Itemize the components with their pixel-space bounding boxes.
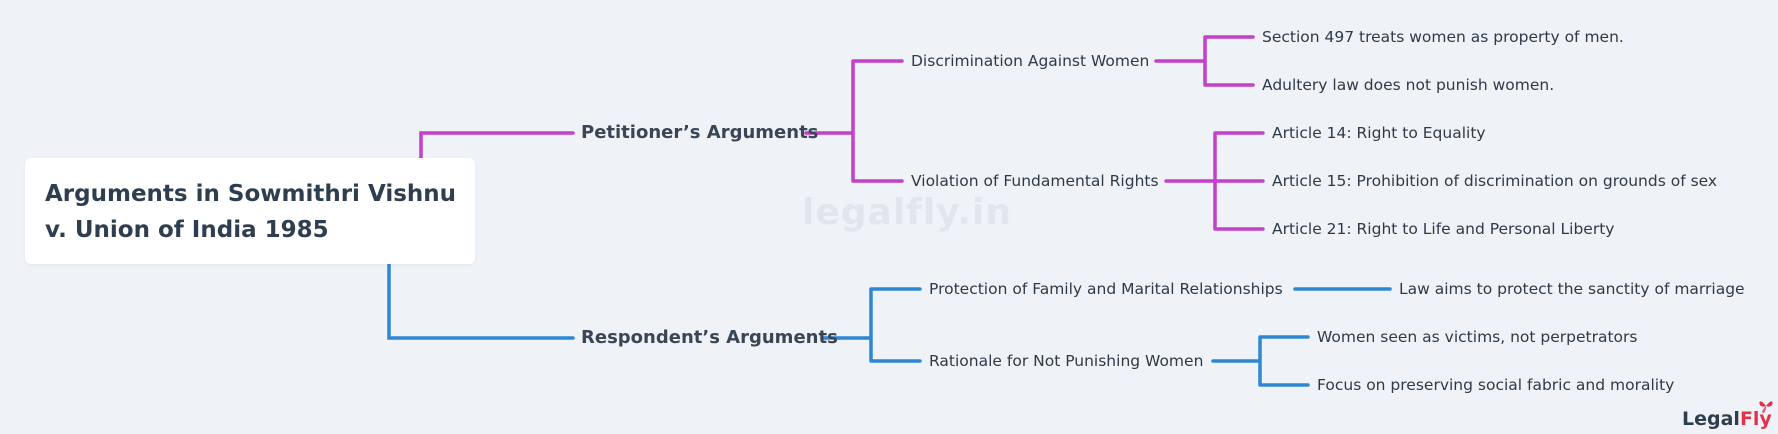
connector-root-petitioner	[419, 131, 575, 160]
root-node[interactable]: Arguments in Sowmithri Vishnu v. Union o…	[25, 158, 475, 264]
connector-petitioner-children	[804, 59, 904, 183]
node-discrimination-against-women[interactable]: Discrimination Against Women	[911, 52, 1150, 70]
butterfly-icon	[1759, 401, 1773, 413]
watermark: legalfly.in	[802, 192, 1012, 233]
leaf-women-victims[interactable]: Women seen as victims, not perpetrators	[1317, 328, 1638, 346]
leaf-social-fabric[interactable]: Focus on preserving social fabric and mo…	[1317, 376, 1675, 394]
connector-discrimination-children	[1154, 35, 1255, 87]
leaf-adultery-law[interactable]: Adultery law does not punish women.	[1262, 76, 1555, 94]
connector-fundamental-rights-children	[1164, 131, 1265, 231]
node-rationale-not-punishing[interactable]: Rationale for Not Punishing Women	[929, 352, 1204, 370]
leaf-section-497[interactable]: Section 497 treats women as property of …	[1262, 28, 1624, 46]
branch-respondent[interactable]: Respondent’s Arguments	[581, 327, 838, 348]
leaf-sanctity-of-marriage[interactable]: Law aims to protect the sanctity of marr…	[1399, 280, 1745, 298]
connector-respondent-children	[822, 287, 922, 363]
logo-text-legal: Legal	[1682, 408, 1740, 430]
connector-root-respondent	[387, 262, 575, 340]
leaf-article-15[interactable]: Article 15: Prohibition of discriminatio…	[1272, 172, 1718, 190]
branch-petitioner[interactable]: Petitioner’s Arguments	[581, 122, 819, 143]
node-violation-fundamental-rights[interactable]: Violation of Fundamental Rights	[911, 172, 1159, 190]
leaf-article-21[interactable]: Article 21: Right to Life and Personal L…	[1272, 220, 1615, 238]
node-protection-of-family[interactable]: Protection of Family and Marital Relatio…	[929, 280, 1283, 298]
root-title: Arguments in Sowmithri Vishnu v. Union o…	[45, 181, 457, 243]
connector-rationale-children	[1211, 335, 1310, 387]
logo-text-fly: Fly	[1739, 408, 1772, 430]
leaf-article-14[interactable]: Article 14: Right to Equality	[1272, 124, 1486, 142]
legalfly-logo: LegalFly	[1682, 407, 1772, 431]
